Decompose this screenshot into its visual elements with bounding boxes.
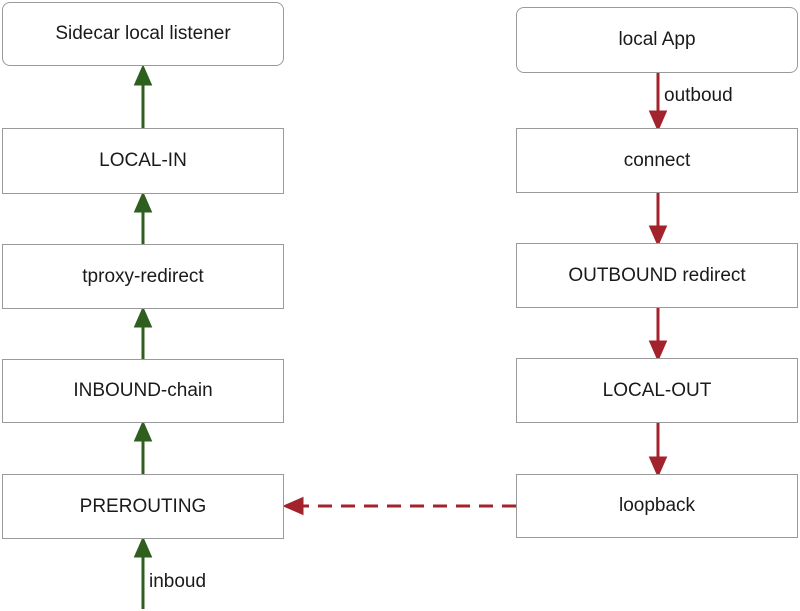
local-out-node: LOCAL-OUT [516,358,798,423]
outbound-redirect-label: OUTBOUND redirect [568,264,746,286]
loopback-label: loopback [618,495,696,516]
prerouting-node: PREROUTING [2,474,284,539]
inbound-chain-label: INBOUND-chain [73,380,213,401]
local-app-node: local App [516,7,798,73]
local-in-label: LOCAL-IN [99,150,187,171]
outbound-exit-label: outboud [664,85,733,106]
sidecar-local-listener-label: Sidecar local listener [55,23,231,44]
tproxy-redirect-label: tproxy-redirect [82,265,204,287]
connect-node: connect [516,128,798,193]
local-in-node: LOCAL-IN [2,128,284,194]
connect-label: connect [623,149,691,171]
tproxy-redirect-node: tproxy-redirect [2,244,284,309]
sidecar-local-listener-node: Sidecar local listener [2,2,284,66]
loopback-node: loopback [516,474,798,538]
local-out-label: LOCAL-OUT [602,379,712,401]
inbound-entry-label: inboud [149,571,207,592]
outbound-redirect-node: OUTBOUND redirect [516,243,798,308]
local-app-label: local App [618,29,696,50]
prerouting-label: PREROUTING [79,495,207,517]
inbound-chain-node: INBOUND-chain [2,359,284,423]
